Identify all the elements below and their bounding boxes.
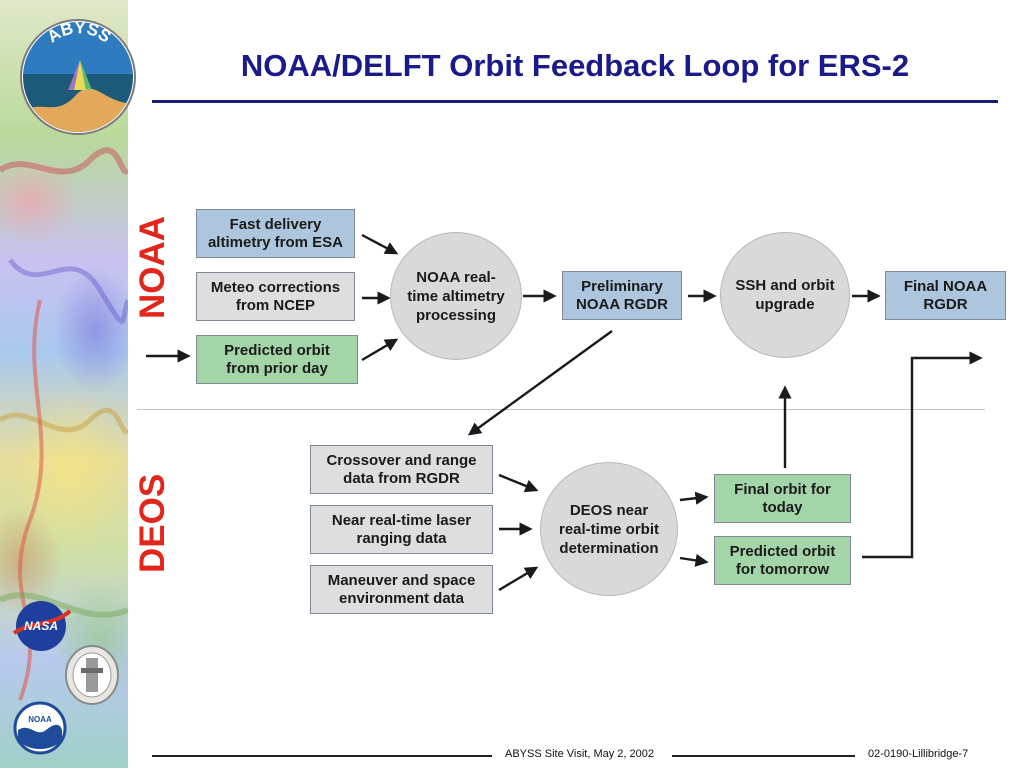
circle-ssh-orbit-upgrade: SSH and orbit upgrade [720,232,850,358]
footer-rule-right [672,755,855,757]
circle-noaa-processing: NOAA real- time altimetry processing [390,232,522,360]
box-meteo-corrections: Meteo corrections from NCEP [196,272,355,321]
arrow-deos-to-predicted [679,553,709,567]
arrow-preliminary-to-crossover [467,330,613,436]
noaa-logo-text: NOAA [28,715,52,724]
box-predicted-orbit-prior-day: Predicted orbit from prior day [196,335,358,384]
box-fast-delivery-altimetry: Fast delivery altimetry from ESA [196,209,355,258]
nasa-logo: NASA [12,601,72,651]
footer-rule-left [152,755,492,757]
box-final-orbit-today: Final orbit for today [714,474,851,523]
arrow-maneuver-to-deos [498,566,539,592]
nasa-logo-text: NASA [24,619,58,633]
university-seal [65,645,119,705]
abyss-logo: ABYSS [20,18,136,135]
box-preliminary-rgdr: Preliminary NOAA RGDR [562,271,682,320]
noaa-logo: NOAA [13,701,67,755]
footer-event: ABYSS Site Visit, May 2, 2002 [505,748,654,760]
box-laser-ranging-data: Near real-time laser ranging data [310,505,493,554]
footer-slide-id: 02-0190-Lillibridge-7 [868,748,969,760]
arrow-esa-to-noaa [361,233,399,255]
box-final-noaa-rgdr: Final NOAA RGDR [885,271,1006,320]
slide-title: NOAA/DELFT Orbit Feedback Loop for ERS-2 [240,48,910,83]
box-crossover-range-data: Crossover and range data from RGDR [310,445,493,494]
arrow-predicted-loop [862,351,983,559]
title-underline [152,100,998,103]
circle-deos-orbit-determination: DEOS near real-time orbit determination [540,462,678,596]
box-predicted-orbit-tomorrow: Predicted orbit for tomorrow [714,536,851,585]
box-maneuver-space-environment: Maneuver and space environment data [310,565,493,614]
arrow-orbit-to-noaa [361,338,399,362]
arrow-crossover-to-deos [498,473,539,493]
section-divider [137,409,985,410]
arrow-deos-to-final-orbit [679,491,709,505]
